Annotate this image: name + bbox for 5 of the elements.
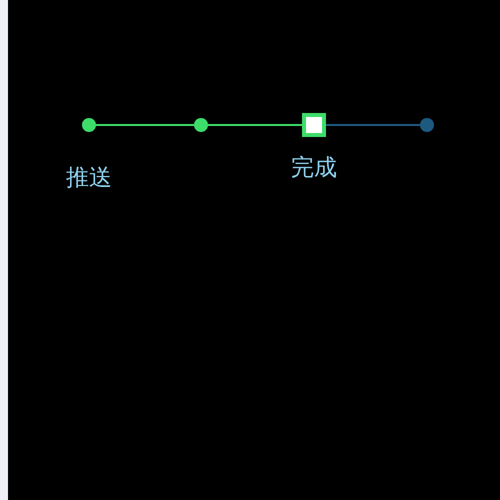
connector-line: [96, 124, 194, 126]
step-label: 推送: [66, 164, 112, 192]
step-label: 完成: [291, 154, 337, 182]
connector-line: [208, 124, 302, 126]
connector-line: [326, 124, 420, 126]
